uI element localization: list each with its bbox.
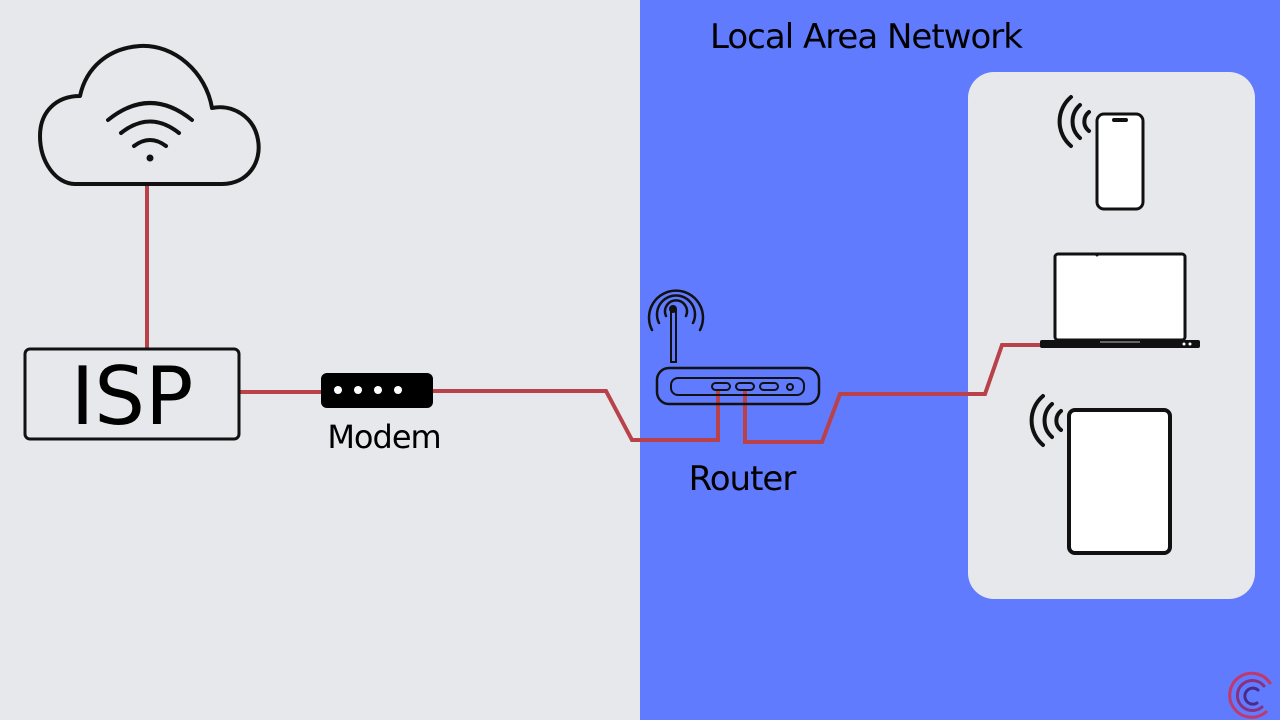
isp-label: ISP bbox=[71, 350, 194, 443]
modem-node: Modem bbox=[321, 373, 442, 456]
laptop-icon bbox=[1040, 252, 1200, 348]
isp-node: ISP bbox=[23, 347, 241, 443]
wireless-signal-icon bbox=[1057, 95, 1091, 148]
wireless-signal-icon bbox=[1029, 394, 1063, 447]
smartphone-icon bbox=[1057, 95, 1145, 211]
tablet-icon bbox=[1029, 394, 1172, 555]
lan-title: Local Area Network bbox=[710, 17, 1023, 57]
cable-modem-router bbox=[432, 389, 720, 442]
brand-logo-icon bbox=[1228, 671, 1272, 719]
router-icon bbox=[647, 289, 821, 406]
modem-label: Modem bbox=[327, 418, 440, 456]
cloud-wifi-icon bbox=[38, 43, 261, 186]
cables bbox=[145, 186, 1042, 444]
cable-router-laptop bbox=[743, 343, 1042, 444]
router-label: Router bbox=[689, 459, 797, 499]
